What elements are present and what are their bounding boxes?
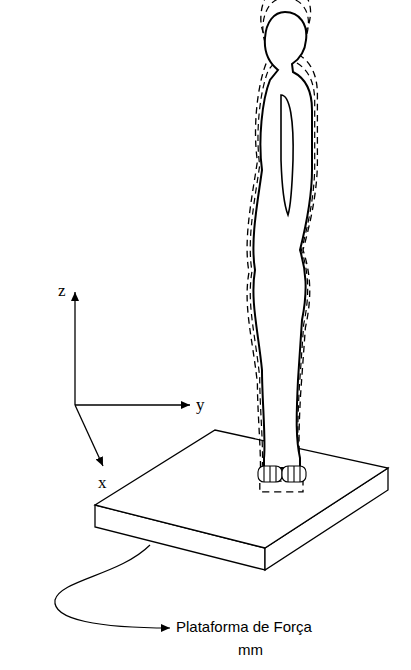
unit-label: mm [238,642,263,659]
axis-label: y [196,396,205,415]
leader-line [55,545,170,628]
feet [258,466,306,482]
axes [75,292,190,466]
axis-label: z [58,282,66,301]
human-figure [253,12,312,468]
sway-outline [247,0,317,492]
platform-label: Plataforma de Força [176,619,312,636]
axis-label: x [98,474,107,493]
force-platform [95,430,388,570]
